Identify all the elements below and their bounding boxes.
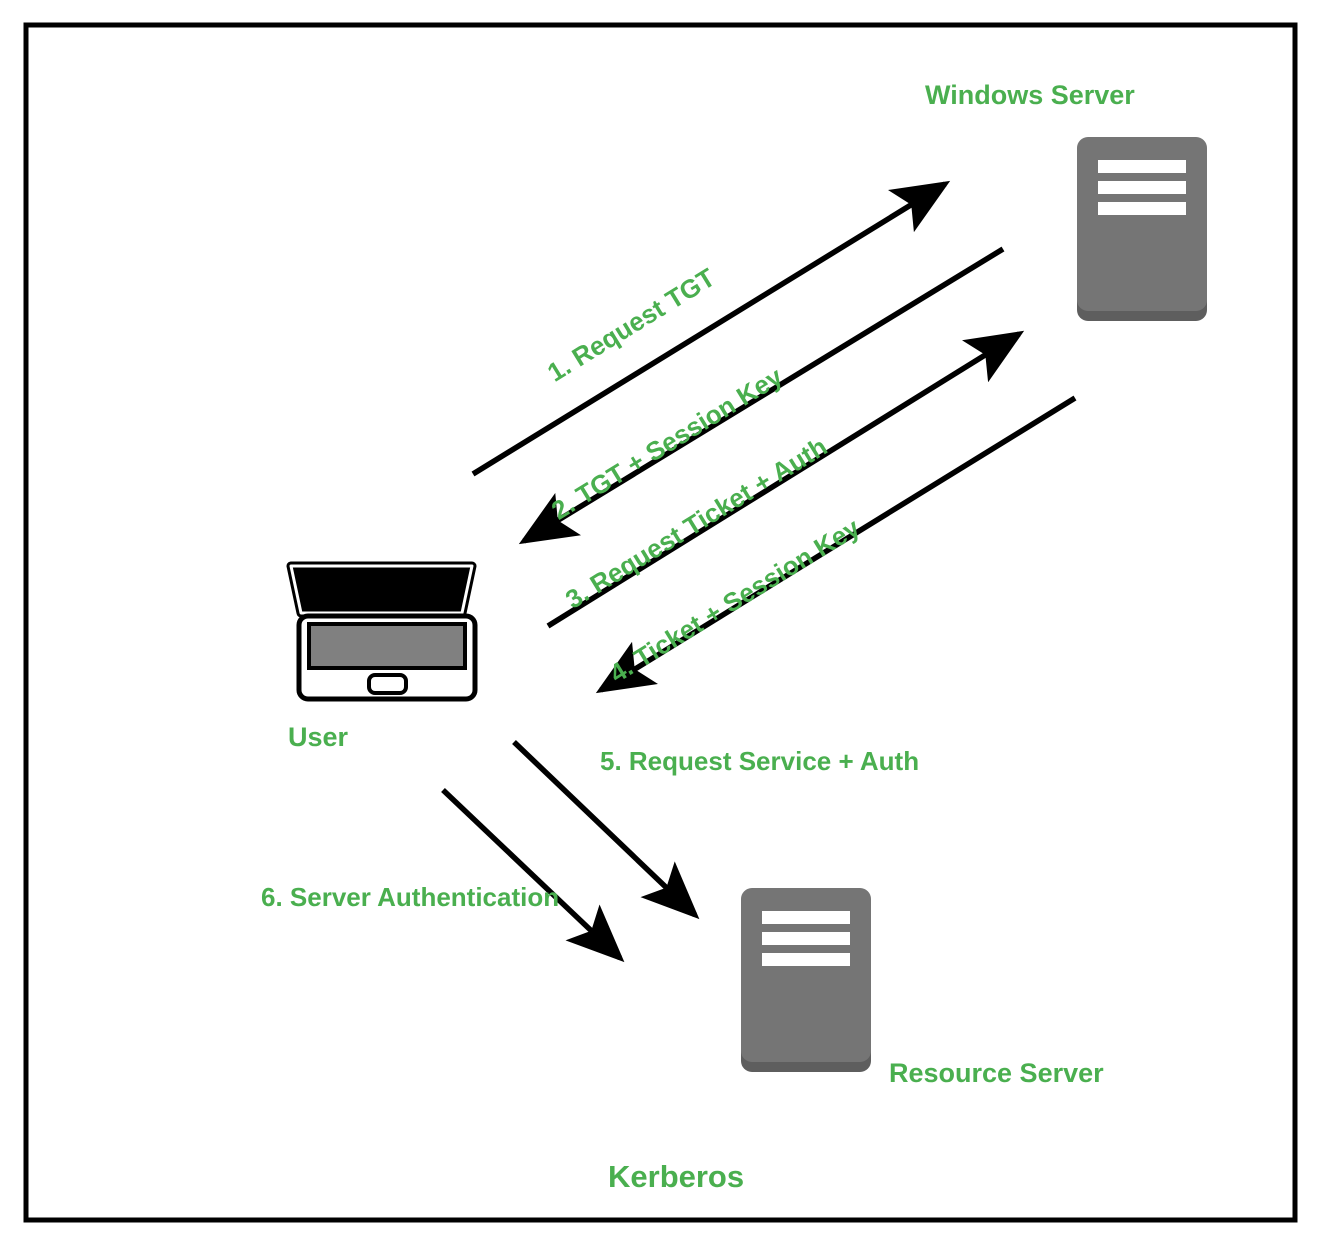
node-label-windows-server: Windows Server — [925, 80, 1135, 110]
arrow-flow-6 — [441, 788, 625, 963]
node-label-resource-server: Resource Server — [889, 1058, 1104, 1088]
arrow-flow-5 — [512, 740, 700, 920]
arrow-flow-2 — [518, 246, 1005, 545]
flow-label-5: 5. Request Service + Auth — [600, 746, 920, 776]
flow-label-6: 6. Server Authentication — [261, 882, 560, 912]
server-icon — [741, 888, 871, 1072]
laptop-icon — [286, 561, 478, 702]
arrow-flow-4 — [595, 395, 1077, 694]
arrow-flow-3 — [546, 330, 1025, 629]
diagram-title: Kerberos — [608, 1159, 745, 1194]
server-icon — [1077, 137, 1207, 321]
diagram-border — [23, 22, 1298, 1223]
node-label-user: User — [288, 722, 349, 752]
arrow-flow-1 — [471, 180, 951, 477]
